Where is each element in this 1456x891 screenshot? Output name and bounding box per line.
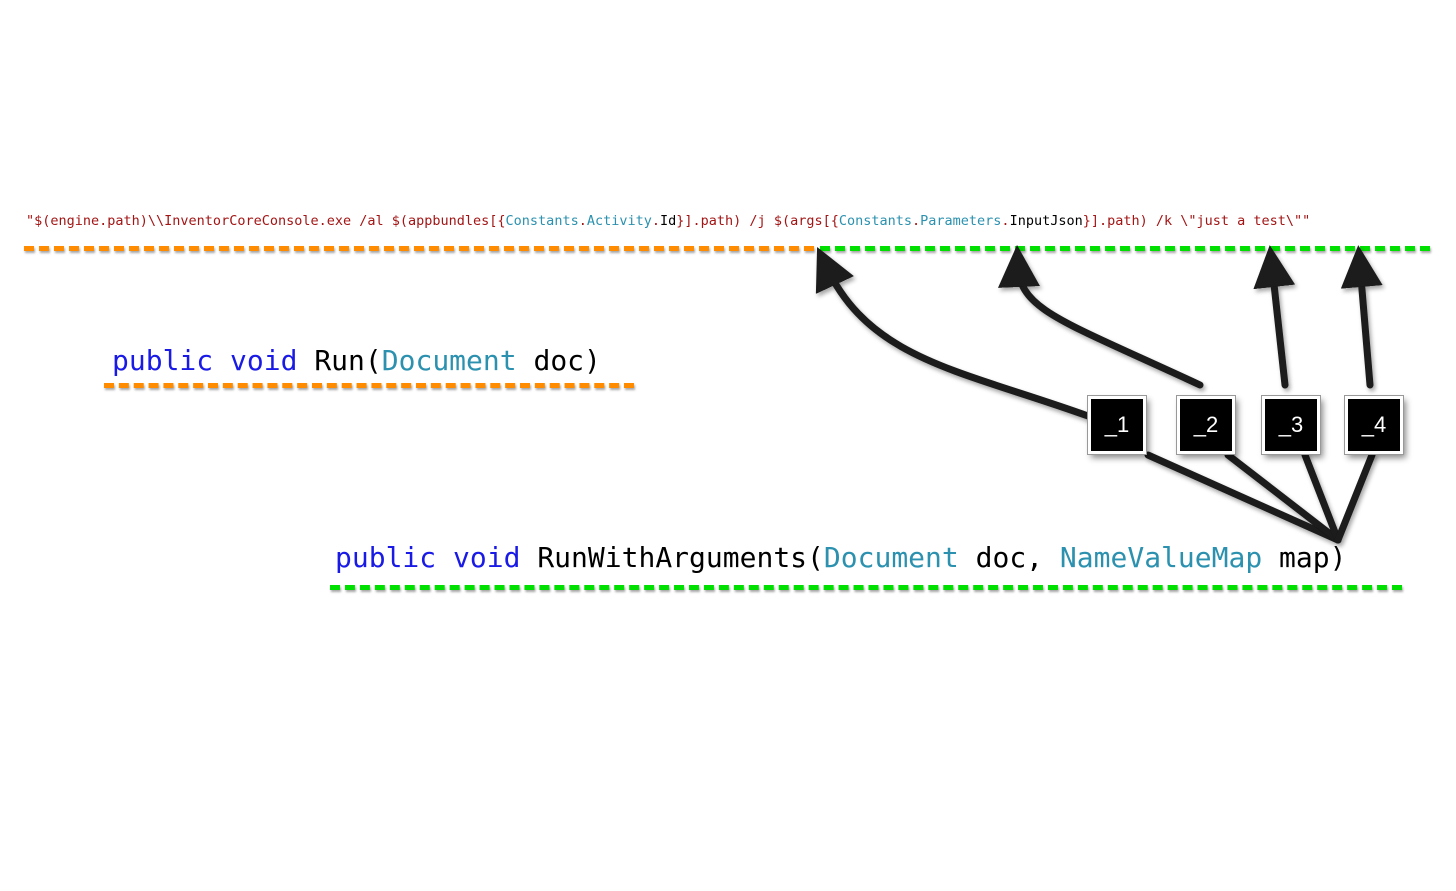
green-underline-runargs: [330, 585, 1402, 590]
cmd-member: Id: [660, 213, 677, 229]
param-rest: doc): [516, 344, 601, 377]
keyword: public: [335, 541, 437, 574]
param-rest: map): [1262, 541, 1347, 574]
command-line-string: "$(engine.path)\\InventorCoreConsole.exe…: [26, 213, 1310, 229]
arrow-2-to-args: [997, 245, 1204, 389]
badge-2: _2: [1177, 396, 1235, 454]
badge-4: _4: [1345, 396, 1403, 454]
cmd-part: .: [651, 213, 661, 229]
param-type: Document: [823, 541, 959, 574]
keyword: void: [453, 541, 521, 574]
green-underline-cmd: [820, 246, 1430, 251]
cmd-type: Constants: [505, 213, 579, 229]
arrow-1-to-j: [815, 246, 1092, 420]
badge-1: _1: [1088, 396, 1146, 454]
badge-3: _3: [1262, 396, 1320, 454]
param-type: Document: [381, 344, 517, 377]
cmd-part: }].path) /k \"just a test\"": [1082, 213, 1311, 229]
cmd-member: InputJson: [1009, 213, 1083, 229]
orange-underline-cmd: [24, 246, 814, 251]
cmd-type: Constants: [838, 213, 912, 229]
param-type: NameValueMap: [1059, 541, 1263, 574]
keyword: public: [112, 344, 214, 377]
cmd-part: "$(engine.path)\\InventorCoreConsole.exe…: [26, 213, 506, 229]
arrow-3-to-k: [1253, 245, 1296, 389]
line-4-to-map: [1334, 451, 1376, 544]
cmd-part: }].path) /j $(args[{: [676, 213, 839, 229]
line-1-to-map: [1144, 451, 1342, 544]
line-2-to-map: [1224, 451, 1342, 544]
param-mid: doc,: [958, 541, 1060, 574]
arrow-4-to-test: [1340, 245, 1383, 389]
line-3-to-map: [1301, 451, 1342, 544]
cmd-part: .: [1001, 213, 1010, 229]
method-name: RunWithArguments(: [537, 541, 824, 574]
keyword: void: [230, 344, 298, 377]
cmd-part: .: [912, 213, 921, 229]
run-with-arguments-signature: public void RunWithArguments(Document do…: [335, 541, 1347, 574]
cmd-type: Parameters: [920, 213, 1002, 229]
cmd-part: .: [578, 213, 587, 229]
cmd-type: Activity: [586, 213, 652, 229]
method-name: Run(: [314, 344, 382, 377]
orange-underline-run: [104, 383, 634, 388]
run-signature: public void Run(Document doc): [112, 344, 601, 377]
